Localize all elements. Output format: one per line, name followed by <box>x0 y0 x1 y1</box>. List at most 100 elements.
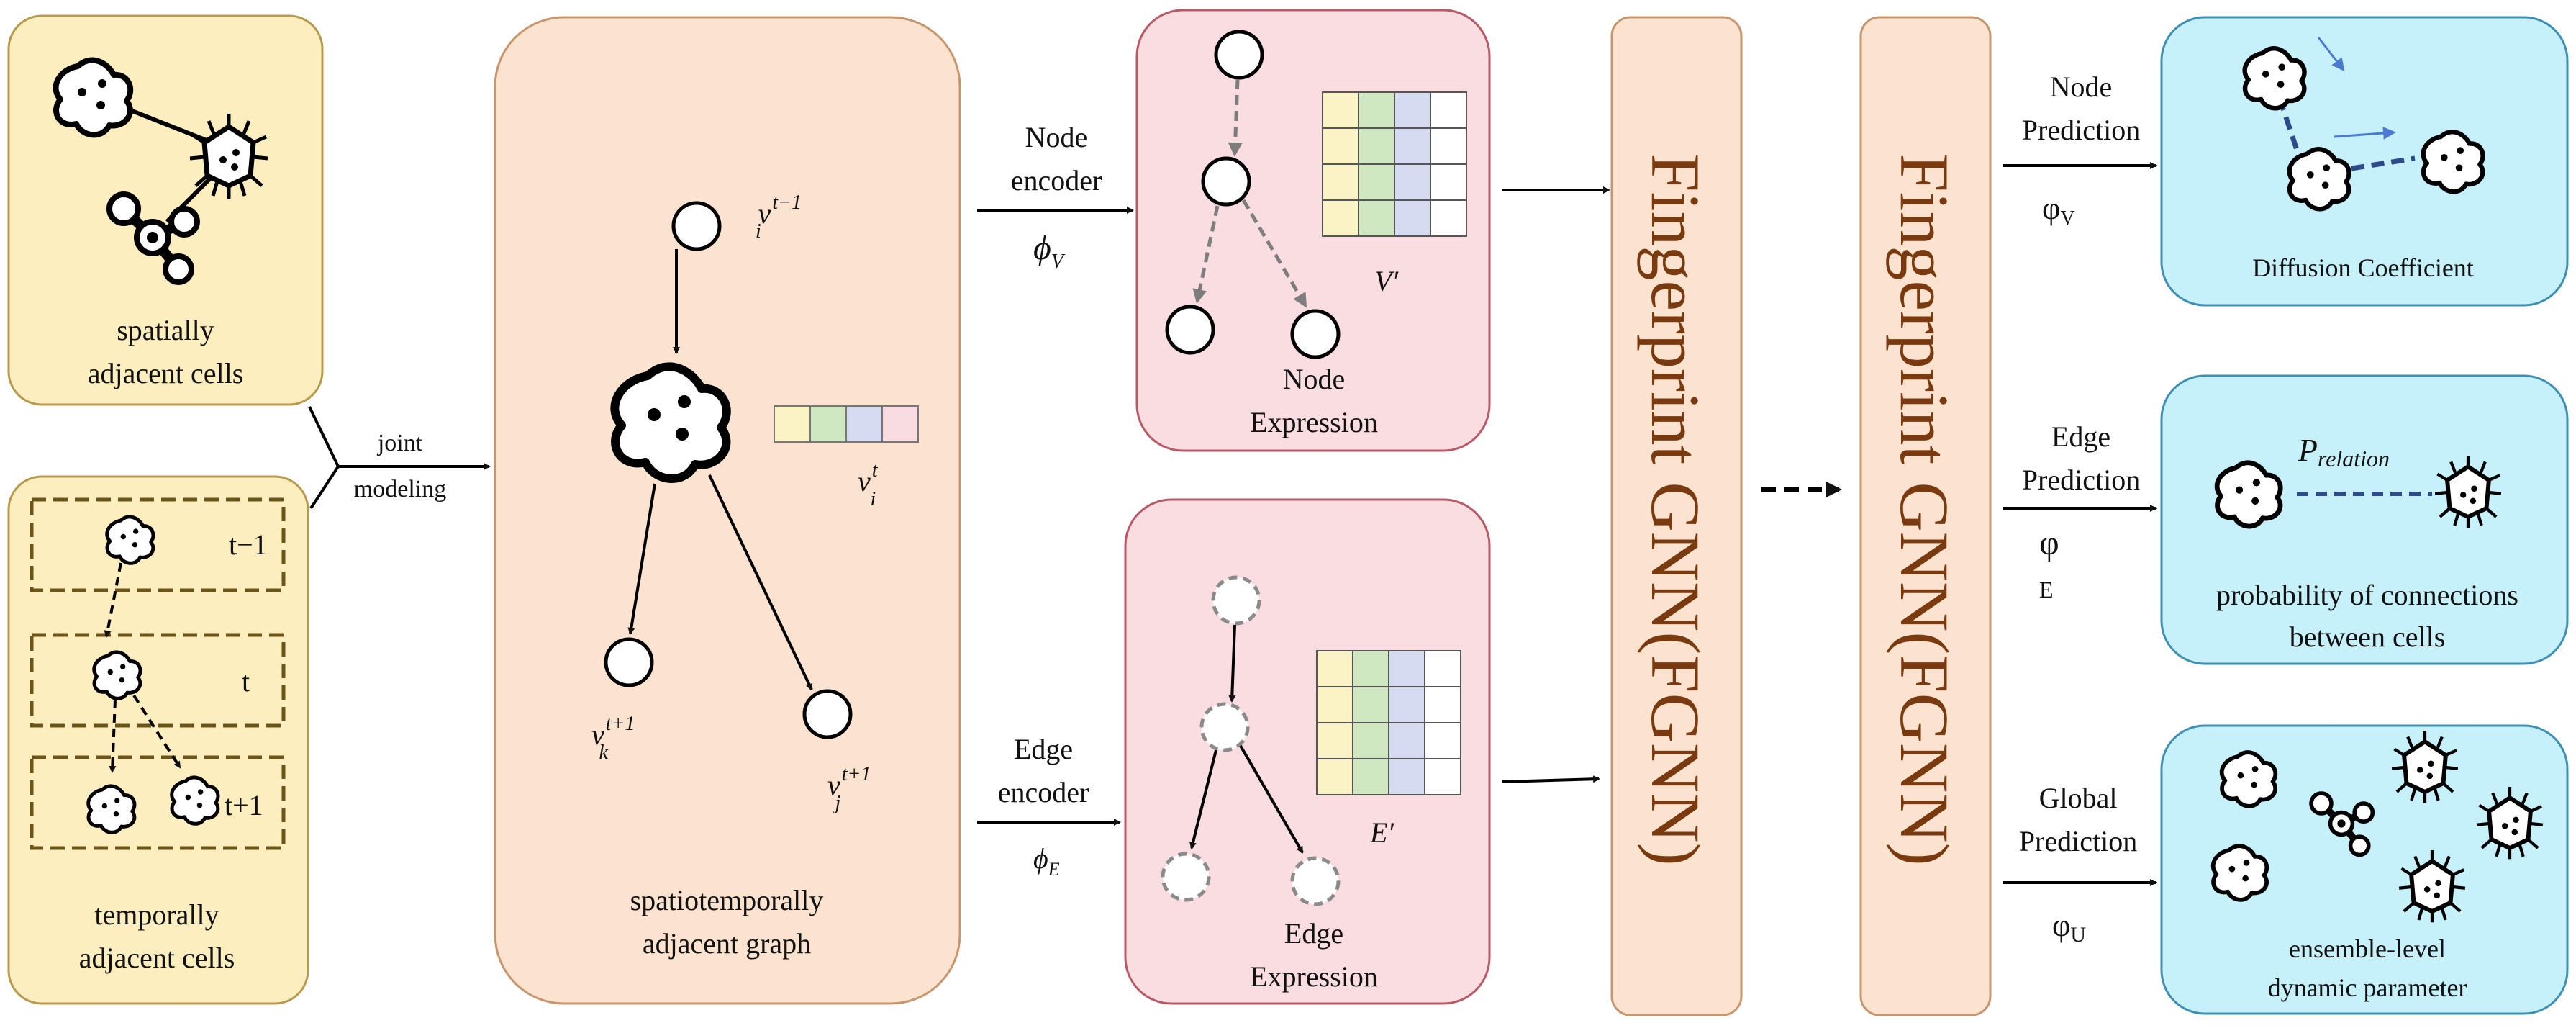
spatial-label-line2: adjacent cells <box>88 357 244 389</box>
node-prediction-line2: Prediction <box>2022 114 2140 146</box>
temporal-label-line1: temporally <box>94 898 219 931</box>
matrix-cell <box>1424 758 1461 795</box>
edge-prediction-line1: Edge <box>2051 420 2110 453</box>
joint-label: joint <box>377 430 423 456</box>
node-circle-icon <box>802 689 853 739</box>
time-frame-prev <box>30 497 286 592</box>
matrix-cell <box>1322 199 1359 237</box>
spatial-label-line1: spatially <box>117 314 214 346</box>
matrix-cell <box>1388 758 1425 795</box>
motion-arrow-icon <box>2334 127 2396 140</box>
node-expression-line1: Node <box>1283 363 1346 395</box>
time-frame-next <box>30 755 286 850</box>
node-prediction-symbol: φV <box>2042 191 2075 230</box>
edge-encoder-symbol: ϕE <box>1033 842 1060 880</box>
matrix-cell <box>1316 686 1353 723</box>
node-circle-icon <box>671 201 722 251</box>
edge-encoder-line2: encoder <box>998 776 1089 808</box>
time-label-prev: t−1 <box>229 528 268 561</box>
matrix-cell <box>1394 163 1431 201</box>
matrix-cell <box>1316 722 1353 759</box>
dashed-node-icon <box>1290 856 1341 906</box>
node-circle-icon <box>1165 305 1215 355</box>
edge-prediction-sub: E <box>2039 577 2054 603</box>
node-prediction-line1: Node <box>2050 71 2113 103</box>
time-label-next: t+1 <box>225 789 263 821</box>
fgnn-label-1: Fingerprint GNN(FGNN) <box>1637 153 1714 865</box>
matrix-cell <box>1352 722 1389 759</box>
node-circle-icon <box>1290 309 1341 359</box>
matrix-cell <box>1424 650 1461 687</box>
node-encoder-symbol: ϕV <box>1033 229 1066 273</box>
matrix-cell <box>1352 686 1389 723</box>
edge-expression-line2: Expression <box>1250 960 1378 993</box>
relation-label-line2: between cells <box>2290 621 2446 653</box>
matrix-cell <box>1430 199 1467 237</box>
matrix-cell <box>1424 722 1461 759</box>
dashed-node-icon <box>1211 575 1261 626</box>
matrix-cell <box>1358 163 1395 201</box>
spatial-cells-panel <box>7 14 324 406</box>
edge-expression-line1: Edge <box>1284 917 1343 950</box>
dashed-node-icon <box>1199 702 1250 752</box>
p-relation-label: Prelation <box>2298 433 2390 472</box>
node-feature-vector <box>774 405 919 443</box>
matrix-cell <box>1322 163 1359 201</box>
node-encoder-line1: Node <box>1025 121 1088 153</box>
global-prediction-line2: Prediction <box>2019 825 2137 857</box>
matrix-cell <box>1322 127 1359 165</box>
matrix-cell <box>1388 722 1425 759</box>
relation-label-line1: probability of connections <box>2216 579 2518 611</box>
matrix-cell <box>1316 758 1353 795</box>
global-label-line2: dynamic parameter <box>2268 973 2467 1002</box>
graph-label-line1: spatiotemporally <box>630 884 824 916</box>
matrix-cell <box>1430 163 1467 201</box>
fgnn-label-2: Fingerprint GNN(FGNN) <box>1886 153 1963 865</box>
time-label-current: t <box>242 665 250 698</box>
temporal-cells-panel <box>7 475 309 1005</box>
matrix-cell <box>1322 91 1359 129</box>
global-prediction-line1: Global <box>2039 782 2118 814</box>
edge-encoder-line1: Edge <box>1014 733 1073 765</box>
edge-expression-panel <box>1124 498 1491 1005</box>
matrix-cell <box>1388 650 1425 687</box>
dashed-node-icon <box>1161 852 1211 902</box>
fgnn-block-2 <box>1859 16 1992 1016</box>
matrix-cell <box>1358 199 1395 237</box>
matrix-cell <box>1394 127 1431 165</box>
edge-prediction-symbol: φ <box>2039 524 2059 562</box>
node-encoder-line2: encoder <box>1011 164 1102 197</box>
matrix-cell <box>1394 199 1431 237</box>
fgnn-block-1 <box>1610 16 1743 1016</box>
edge-feature-matrix <box>1316 650 1461 795</box>
node-circle-icon <box>1214 30 1264 80</box>
matrix-cell <box>1430 91 1467 129</box>
matrix-cell <box>1358 127 1395 165</box>
matrix-cell <box>1358 91 1395 129</box>
matrix-cell <box>1352 650 1389 687</box>
graph-label-line2: adjacent graph <box>643 927 811 960</box>
node-matrix-label: V′ <box>1374 265 1399 297</box>
time-frame-current <box>30 633 286 728</box>
edge-matrix-label: E′ <box>1369 816 1394 849</box>
global-prediction-symbol: φU <box>2052 908 2086 947</box>
edge-prediction-line2: Prediction <box>2022 464 2140 496</box>
node-circle-icon <box>604 637 654 687</box>
global-label-line1: ensemble-level <box>2289 934 2446 963</box>
matrix-cell <box>1352 758 1389 795</box>
matrix-cell <box>1394 91 1431 129</box>
node-expression-line2: Expression <box>1250 406 1378 438</box>
matrix-cell <box>1430 127 1467 165</box>
relation-output-panel <box>2160 374 2569 665</box>
diffusion-label: Diffusion Coefficient <box>2252 253 2474 282</box>
matrix-cell <box>1424 686 1461 723</box>
node-circle-icon <box>1201 156 1251 207</box>
modeling-label: modeling <box>354 476 446 502</box>
joint-modeling-connector <box>308 406 491 510</box>
temporal-label-line2: adjacent cells <box>79 942 235 974</box>
